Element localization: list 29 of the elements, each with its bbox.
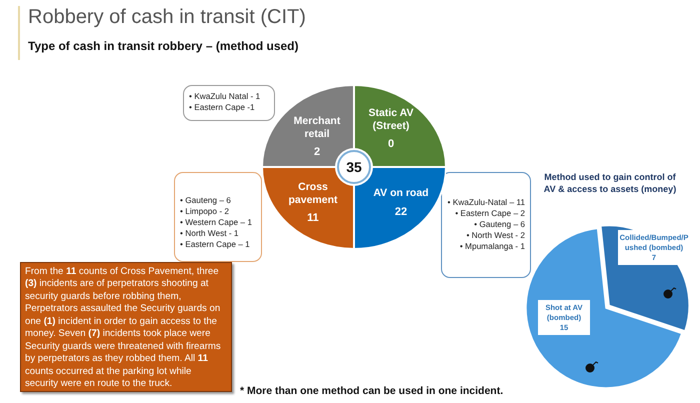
list-item: • Gauteng – 6: [473, 218, 525, 230]
list-item: • North West - 2: [465, 230, 525, 241]
segment-value: 11: [306, 212, 320, 226]
segment-value: 2: [312, 146, 322, 160]
segment-label: Cross pavement: [287, 181, 339, 206]
segment-value: 0: [386, 138, 396, 152]
region-list-box: [441, 172, 531, 278]
segment-label: AV on road: [372, 187, 430, 200]
note-text: From the 11 counts of Cross Pavement, three (3) incidents are of perpetrators shooting at security guards before robbing them, Perpetrators assaulted the Security guards on one (1) incident in order to gain access to the money. Seven (7) incidents took place were Security guards were threatened with firearms by perpetrators as they robbed them. All 11 counts occurred at the parking lot while security were en route to the truck.: [25, 266, 222, 391]
segment-label: Merchant retail: [292, 115, 342, 140]
page-title: Robbery of cash in transit (CIT): [28, 6, 306, 29]
list-item: • Eastern Cape – 2: [454, 208, 525, 219]
list-item: • Mpumalanga - 1: [458, 240, 525, 252]
segment-label: Static AV (Street): [368, 107, 414, 132]
list-item: • KwaZulu Natal - 1: [189, 91, 262, 102]
total-circle: 35: [337, 150, 371, 184]
segment-value: 22: [394, 206, 408, 219]
list-item: • Limpopo - 2: [180, 206, 230, 217]
list-item: • Eastern Cape -1: [189, 102, 256, 113]
list-item: • Gauteng – 6: [180, 195, 232, 206]
list-item: • KwaZulu-Natal – 11: [446, 197, 525, 208]
list-item: • North West - 1: [180, 228, 240, 239]
subtitle: Type of cash in transit robbery – (method used): [28, 39, 298, 53]
footnote: * More than one method can be used in one incident.: [240, 385, 504, 397]
region-list-box: [183, 85, 275, 121]
chart-title: Method used to gain control of AV & access to assets (money): [542, 172, 678, 196]
region-list-box: [174, 172, 262, 262]
list-item: • Eastern Cape – 1: [180, 238, 251, 250]
list-item: • Western Cape – 1: [180, 216, 253, 228]
